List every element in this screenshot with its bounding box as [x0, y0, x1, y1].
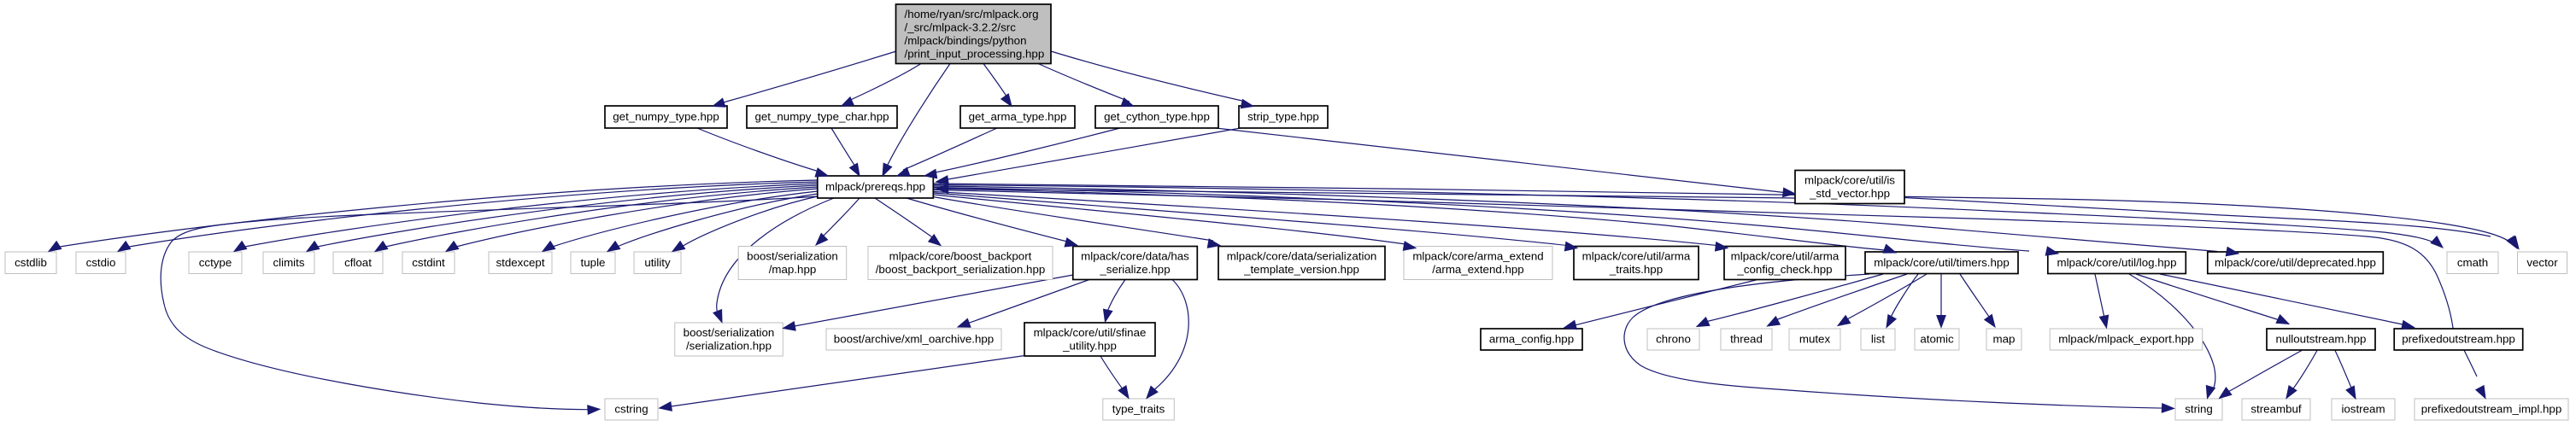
svg-text:tuple: tuple [581, 256, 606, 269]
svg-text:/arma_extend.hpp: /arma_extend.hpp [1432, 263, 1523, 276]
svg-text:get_cython_type.hpp: get_cython_type.hpp [1104, 110, 1210, 123]
svg-text:_utility.hpp: _utility.hpp [1062, 339, 1117, 352]
svg-text:string: string [2185, 403, 2213, 416]
svg-text:cstdlib: cstdlib [15, 256, 47, 269]
svg-text:/_src/mlpack-3.2.2/src: /_src/mlpack-3.2.2/src [905, 21, 1017, 34]
svg-text:/home/ryan/src/mlpack.org: /home/ryan/src/mlpack.org [905, 8, 1039, 20]
svg-text:chrono: chrono [1656, 333, 1691, 346]
svg-text:mlpack/core/data/has: mlpack/core/data/has [1081, 249, 1189, 262]
svg-text:cstring: cstring [614, 403, 648, 416]
svg-text:mlpack/core/util/log.hpp: mlpack/core/util/log.hpp [2057, 256, 2176, 269]
svg-text:mlpack/core/util/timers.hpp: mlpack/core/util/timers.hpp [1874, 256, 2010, 269]
svg-text:cstdint: cstdint [412, 256, 445, 269]
svg-text:/mlpack/bindings/python: /mlpack/bindings/python [905, 34, 1027, 47]
svg-text:mlpack/prereqs.hpp: mlpack/prereqs.hpp [825, 180, 925, 193]
svg-text:mlpack/core/data/serialization: mlpack/core/data/serialization [1227, 249, 1377, 262]
svg-text:stdexcept: stdexcept [496, 256, 544, 269]
svg-text:get_arma_type.hpp: get_arma_type.hpp [969, 110, 1067, 123]
svg-text:mlpack/core/boost_backport: mlpack/core/boost_backport [889, 249, 1032, 262]
svg-text:strip_type.hpp: strip_type.hpp [1247, 110, 1319, 123]
svg-text:list: list [1871, 333, 1886, 346]
svg-text:prefixedoutstream_impl.hpp: prefixedoutstream_impl.hpp [2421, 403, 2561, 416]
svg-text:/boost_backport_serialization.: /boost_backport_serialization.hpp [876, 263, 1046, 276]
svg-text:mlpack/core/util/arma: mlpack/core/util/arma [1731, 249, 1840, 262]
svg-text:type_traits: type_traits [1112, 403, 1165, 416]
svg-text:iostream: iostream [2341, 403, 2385, 416]
svg-text:mlpack/core/util/is: mlpack/core/util/is [1804, 173, 1895, 186]
svg-text:_template_version.hpp: _template_version.hpp [1243, 263, 1359, 276]
svg-text:/map.hpp: /map.hpp [769, 263, 817, 276]
svg-text:cmath: cmath [2457, 256, 2488, 269]
svg-text:cstdio: cstdio [86, 256, 116, 269]
svg-text:vector: vector [2526, 256, 2558, 269]
svg-text:streambuf: streambuf [2250, 403, 2302, 416]
svg-text:_traits.hpp: _traits.hpp [1609, 263, 1663, 276]
svg-text:atomic: atomic [1920, 333, 1954, 346]
svg-text:_serialize.hpp: _serialize.hpp [1099, 263, 1170, 276]
svg-text:/print_input_processing.hpp: /print_input_processing.hpp [905, 48, 1045, 61]
svg-text:climits: climits [273, 256, 304, 269]
svg-text:boost/serialization: boost/serialization [684, 326, 775, 339]
svg-text:thread: thread [1730, 333, 1763, 346]
svg-text:get_numpy_type_char.hpp: get_numpy_type_char.hpp [754, 110, 889, 123]
svg-text:utility: utility [644, 256, 671, 269]
svg-text:get_numpy_type.hpp: get_numpy_type.hpp [613, 110, 719, 123]
svg-text:map: map [1993, 333, 2016, 346]
svg-text:nulloutstream.hpp: nulloutstream.hpp [2276, 333, 2367, 346]
svg-text:boost/serialization: boost/serialization [747, 249, 838, 262]
svg-text:/serialization.hpp: /serialization.hpp [686, 339, 772, 352]
svg-text:mutex: mutex [1799, 333, 1831, 346]
svg-text:cctype: cctype [199, 256, 232, 269]
svg-text:arma_config.hpp: arma_config.hpp [1489, 333, 1574, 346]
svg-text:mlpack/core/util/sfinae: mlpack/core/util/sfinae [1034, 326, 1147, 339]
svg-text:mlpack/core/util/arma: mlpack/core/util/arma [1582, 249, 1691, 262]
svg-text:cfloat: cfloat [344, 256, 372, 269]
svg-text:prefixedoutstream.hpp: prefixedoutstream.hpp [2402, 333, 2515, 346]
svg-text:mlpack/core/util/deprecated.hp: mlpack/core/util/deprecated.hpp [2215, 256, 2376, 269]
svg-text:mlpack/mlpack_export.hpp: mlpack/mlpack_export.hpp [2058, 333, 2194, 346]
svg-text:boost/archive/xml_oarchive.hpp: boost/archive/xml_oarchive.hpp [834, 333, 994, 346]
svg-text:_config_check.hpp: _config_check.hpp [1736, 263, 1832, 276]
svg-text:_std_vector.hpp: _std_vector.hpp [1809, 187, 1890, 200]
svg-text:mlpack/core/arma_extend: mlpack/core/arma_extend [1412, 249, 1543, 262]
